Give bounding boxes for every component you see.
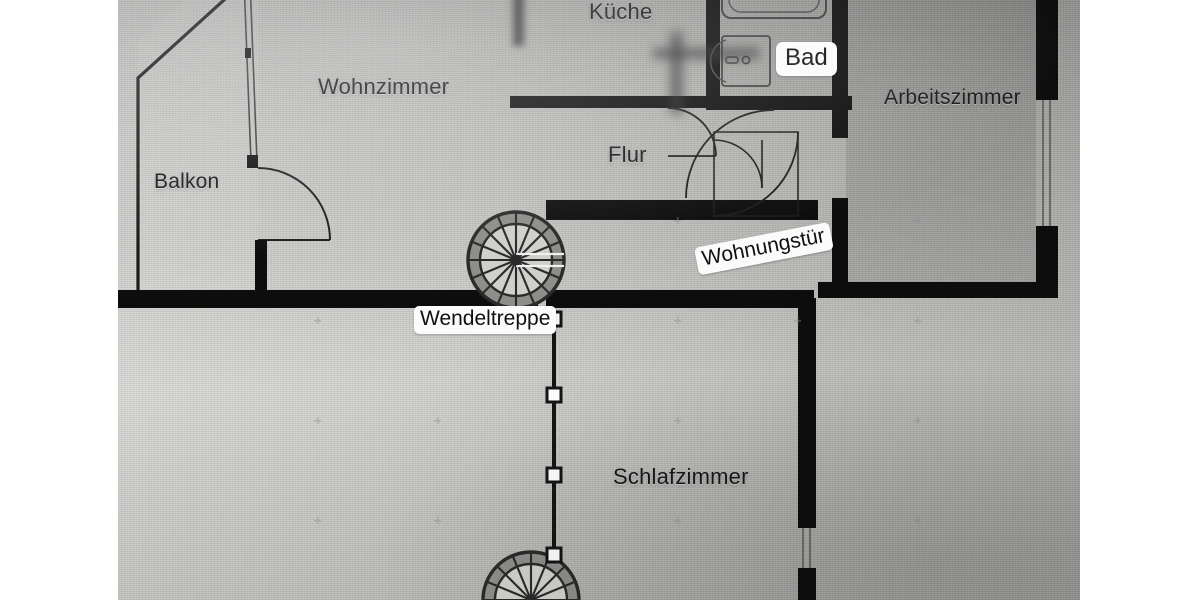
floor-plan-drawing [118,0,1058,600]
wall-bad-arbeitszimmer [832,0,848,108]
reflection-smudge-cross-v [670,32,683,114]
wall-flur-south [546,200,818,220]
callout-wendeltreppe: Wendeltreppe [414,306,557,335]
washbasin-icon [709,35,771,87]
kueche-flur-door-arc [667,107,717,157]
balkon-door-arc [257,167,331,241]
wall-arbeitszimmer-west [832,108,848,138]
wall-kueche-flur [510,96,715,108]
wall-arbeitszimmer-east-upper [1036,0,1058,100]
spiral-stair-lower [481,550,581,600]
spiral-stair-upper [466,210,566,310]
room-label-arbeitszimmer: Arbeitszimmer [884,86,1021,109]
wohnungstuer-frame [713,131,799,217]
wall-schlafzimmer-north-right [546,290,814,308]
balkon-floor [138,0,258,300]
wendeltreppe-connector [545,310,563,564]
wall-bad-south [706,96,788,110]
arbeitszimmer-floor [846,0,1036,295]
room-label-balkon: Balkon [154,170,220,193]
room-label-flur: Flur [608,142,647,167]
room-label-kueche: Küche [589,0,653,24]
arbeitszimmer-door-arc [713,139,763,189]
callout-bad: Bad [776,42,837,76]
wohnzimmer-balkon-window [243,0,258,168]
floor-plan-photo: Balkon Wohnzimmer Küche Flur Arbeitszimm… [118,0,1080,600]
wall-schlafzimmer-east [798,298,816,528]
schlafzimmer-window [802,528,811,572]
wohnungstuer-arc [713,131,799,217]
bad-door-arc [685,109,775,199]
wall-arbeitszimmer-east-lower [1036,226,1058,296]
reflection-smudge-vertical [513,0,524,46]
room-label-wohnzimmer: Wohnzimmer [318,74,450,99]
bathtub-icon [721,0,827,19]
wall-wohnzimmer-south [255,240,267,302]
arbeitszimmer-window [1042,100,1051,228]
wall-schlafzimmer-east-lower [798,568,816,600]
wall-schlafzimmer-north [118,290,538,308]
room-label-schlafzimmer: Schlafzimmer [613,464,749,489]
wall-arbeitszimmer-south [818,282,1058,298]
wall-arbeitszimmer-west-2 [832,198,848,296]
reflection-smudge-cross-h [653,48,759,59]
